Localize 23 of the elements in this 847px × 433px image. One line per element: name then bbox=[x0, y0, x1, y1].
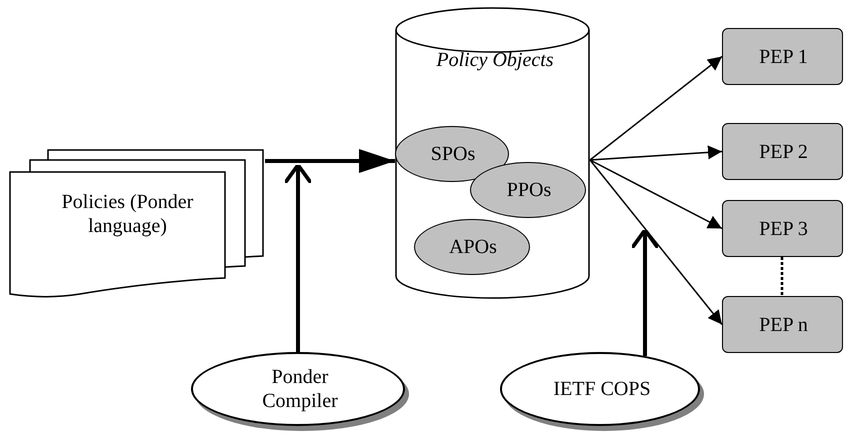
node-label: PEP 3 bbox=[758, 216, 809, 240]
node-label: PEP n bbox=[758, 312, 809, 336]
process-box bbox=[722, 296, 843, 353]
arrow bbox=[265, 149, 395, 173]
arrow bbox=[590, 145, 722, 161]
process-box bbox=[722, 123, 843, 180]
connector-line bbox=[780, 257, 784, 296]
node-label: PEP 1 bbox=[758, 44, 809, 68]
arrow bbox=[288, 164, 308, 352]
arrow bbox=[589, 160, 723, 325]
arrow bbox=[634, 228, 656, 356]
node-label: IETF COPS bbox=[552, 377, 652, 401]
node-label: PEP 2 bbox=[758, 140, 809, 164]
process-box bbox=[722, 200, 843, 257]
node-label: SPOs bbox=[430, 142, 476, 166]
document-label: Policies (Ponder language) bbox=[60, 190, 194, 238]
node-label: PPOs bbox=[506, 178, 552, 202]
process-box bbox=[722, 28, 843, 85]
node-label: Ponder Compiler bbox=[261, 365, 339, 413]
node-label: APOs bbox=[448, 235, 498, 259]
arrow bbox=[590, 56, 722, 161]
node-label: Policy Objects bbox=[435, 48, 555, 72]
arrow bbox=[590, 159, 722, 230]
